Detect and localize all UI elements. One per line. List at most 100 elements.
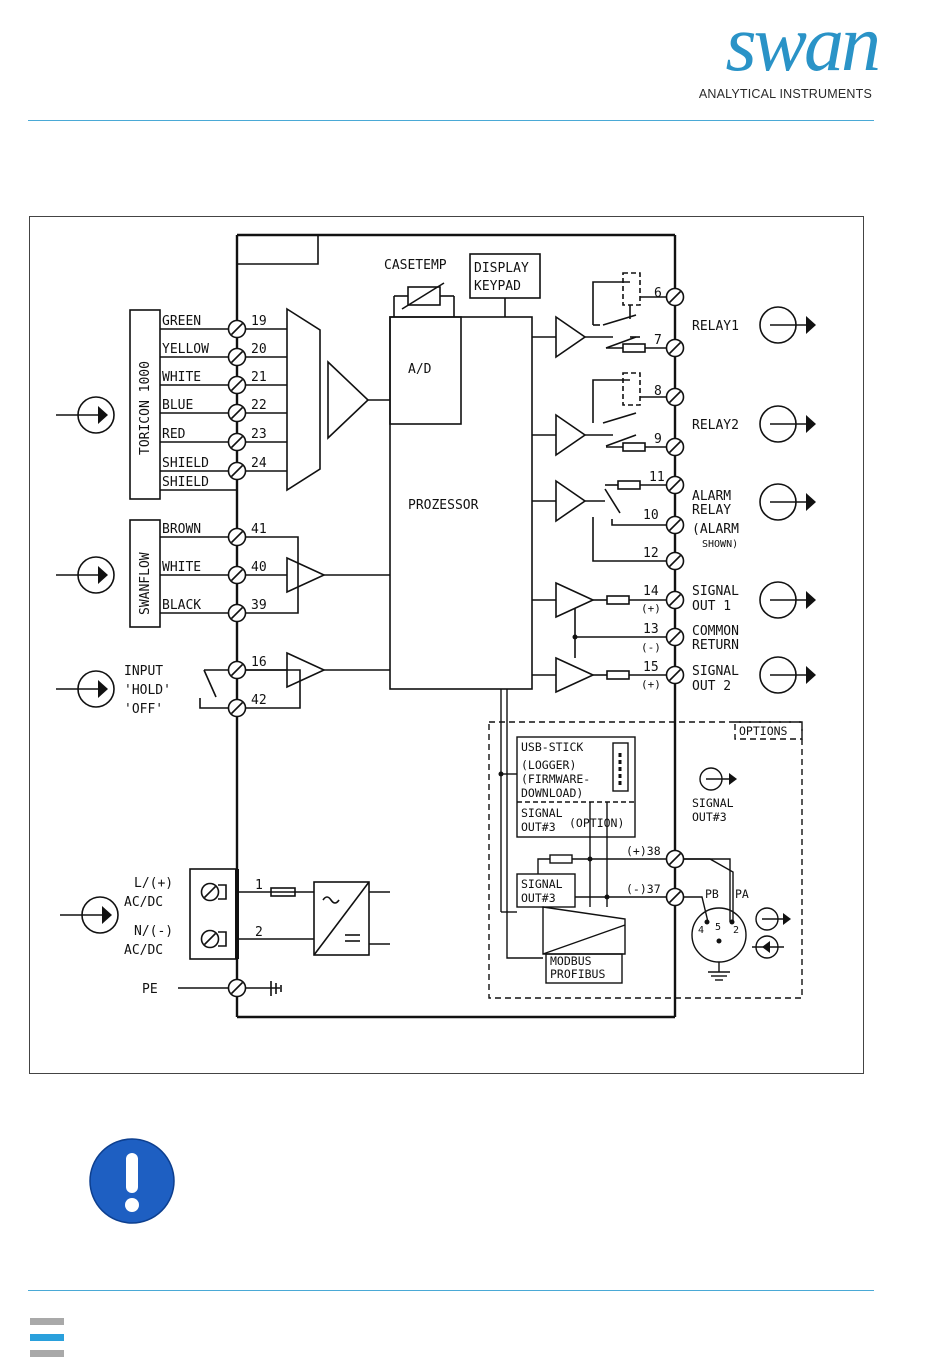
terminal-8: 8 (654, 384, 662, 399)
terminal-11: 11 (649, 470, 665, 485)
alarm-shown-label-2: SHOWN) (702, 539, 738, 550)
terminal-16: 16 (251, 655, 267, 670)
casetemp-label: CASETEMP (384, 258, 447, 273)
signal-box-out3: OUT#3 (521, 891, 556, 905)
input-off: 'OFF' (124, 702, 163, 717)
output-arrow-icon (759, 405, 817, 443)
pa-label: PA (735, 887, 749, 901)
terminal-1: 1 (255, 878, 263, 893)
terminal-38: (+)38 (626, 844, 661, 858)
power-n-acdc: AC/DC (124, 943, 163, 958)
terminal-15: 15 (643, 660, 659, 675)
signal-box-label: SIGNAL (521, 877, 563, 891)
pin-4: 4 (698, 925, 704, 936)
pin-2: 2 (733, 925, 739, 936)
swanflow-label: SWANFLOW (138, 552, 153, 615)
terminal-7: 7 (654, 333, 662, 348)
usb-firmware: (FIRMWARE- (521, 772, 590, 786)
terminal-13: 13 (643, 622, 659, 637)
wire-red: RED (162, 427, 186, 442)
alarm-shown-label: (ALARM (692, 522, 739, 537)
processor-label: PROZESSOR (408, 498, 479, 513)
input-arrow-icon (55, 396, 115, 434)
swan-logo: swan ANALYTICAL INSTRUMENTS (690, 4, 890, 105)
terminal-9: 9 (654, 432, 662, 447)
pe-label: PE (142, 982, 158, 997)
display-label: DISPLAY (474, 261, 529, 276)
power-l: L/(+) (134, 876, 173, 891)
alarm-label: ALARM (692, 489, 731, 504)
modbus-label: MODBUS (550, 954, 592, 968)
wire-green: GREEN (162, 314, 201, 329)
terminal-15-pol: (+) (641, 678, 661, 691)
terminal-19: 19 (251, 314, 267, 329)
terminal-10: 10 (643, 508, 659, 523)
power-l-acdc: AC/DC (124, 895, 163, 910)
bus-out-arrow-icon (755, 907, 791, 931)
page-marker-bar-active (30, 1334, 64, 1341)
terminal-22: 22 (251, 398, 267, 413)
signal-out1-label-2: OUT 1 (692, 599, 731, 614)
common-label-2: RETURN (692, 638, 739, 653)
signal-out3-label: SIGNAL (692, 796, 734, 810)
input-arrow-icon (55, 556, 115, 594)
options-title: OPTIONS (739, 724, 788, 738)
wire-black: BLACK (162, 598, 201, 613)
wire-white-flow: WHITE (162, 560, 201, 575)
terminal-12: 12 (643, 546, 659, 561)
signal-option-label: SIGNAL (521, 806, 563, 820)
bus-in-arrow-icon (752, 935, 784, 959)
relay2-label: RELAY2 (692, 418, 739, 433)
usb-download: DOWNLOAD) (521, 786, 583, 800)
usb-logger: (LOGGER) (521, 758, 576, 772)
input-label: INPUT (124, 664, 163, 679)
wire-blue: BLUE (162, 398, 193, 413)
page-marker-bar (30, 1350, 64, 1357)
input-arrow-icon (55, 670, 115, 708)
small-output-arrow-icon (699, 767, 737, 791)
terminal-20: 20 (251, 342, 267, 357)
output-arrow-icon (759, 656, 817, 694)
signal-out1-label: SIGNAL (692, 584, 739, 599)
page-marker-bar (30, 1318, 64, 1325)
terminal-23: 23 (251, 427, 267, 442)
profibus-label: PROFIBUS (550, 967, 605, 981)
terminal-41: 41 (251, 522, 267, 537)
pb-label: PB (705, 887, 719, 901)
terminal-2: 2 (255, 925, 263, 940)
terminal-14: 14 (643, 584, 659, 599)
relay1-label: RELAY1 (692, 319, 739, 334)
output-arrow-icon (759, 581, 817, 619)
terminal-42: 42 (251, 693, 267, 708)
terminal-21: 21 (251, 370, 267, 385)
terminal-39: 39 (251, 598, 267, 613)
common-label: COMMON (692, 624, 739, 639)
alarm-relay-label: RELAY (692, 503, 731, 518)
wire-shield: SHIELD (162, 456, 209, 471)
wire-white: WHITE (162, 370, 201, 385)
pin-5: 5 (715, 922, 721, 933)
output-arrow-icon (759, 306, 817, 344)
signal-out3-label-2: OUT#3 (692, 810, 727, 824)
input-hold: 'HOLD' (124, 683, 171, 698)
power-n: N/(-) (134, 924, 173, 939)
wire-yellow: YELLOW (162, 342, 209, 357)
brand-tagline: ANALYTICAL INSTRUMENTS (698, 87, 872, 101)
footer-rule (28, 1290, 874, 1291)
output-arrow-icon (759, 483, 817, 521)
header-rule (28, 120, 874, 121)
signal-option-tag: (OPTION) (569, 816, 624, 830)
wire-brown: BROWN (162, 522, 201, 537)
usb-label: USB-STICK (521, 740, 583, 754)
terminal-13-pol: (-) (641, 641, 661, 654)
wiring-diagram: CASETEMP DISPLAY KEYPAD A/D PROZESSOR GR… (29, 216, 864, 1074)
terminal-14-pol: (+) (641, 602, 661, 615)
terminal-6: 6 (654, 286, 662, 301)
terminal-40: 40 (251, 560, 267, 575)
brand-name: swan (725, 0, 881, 88)
wire-shield-2: SHIELD (162, 475, 209, 490)
keypad-label: KEYPAD (474, 279, 521, 294)
toricon-label: TORICON 1000 (138, 361, 153, 455)
terminal-24: 24 (251, 456, 267, 471)
signal-out2-label: SIGNAL (692, 664, 739, 679)
